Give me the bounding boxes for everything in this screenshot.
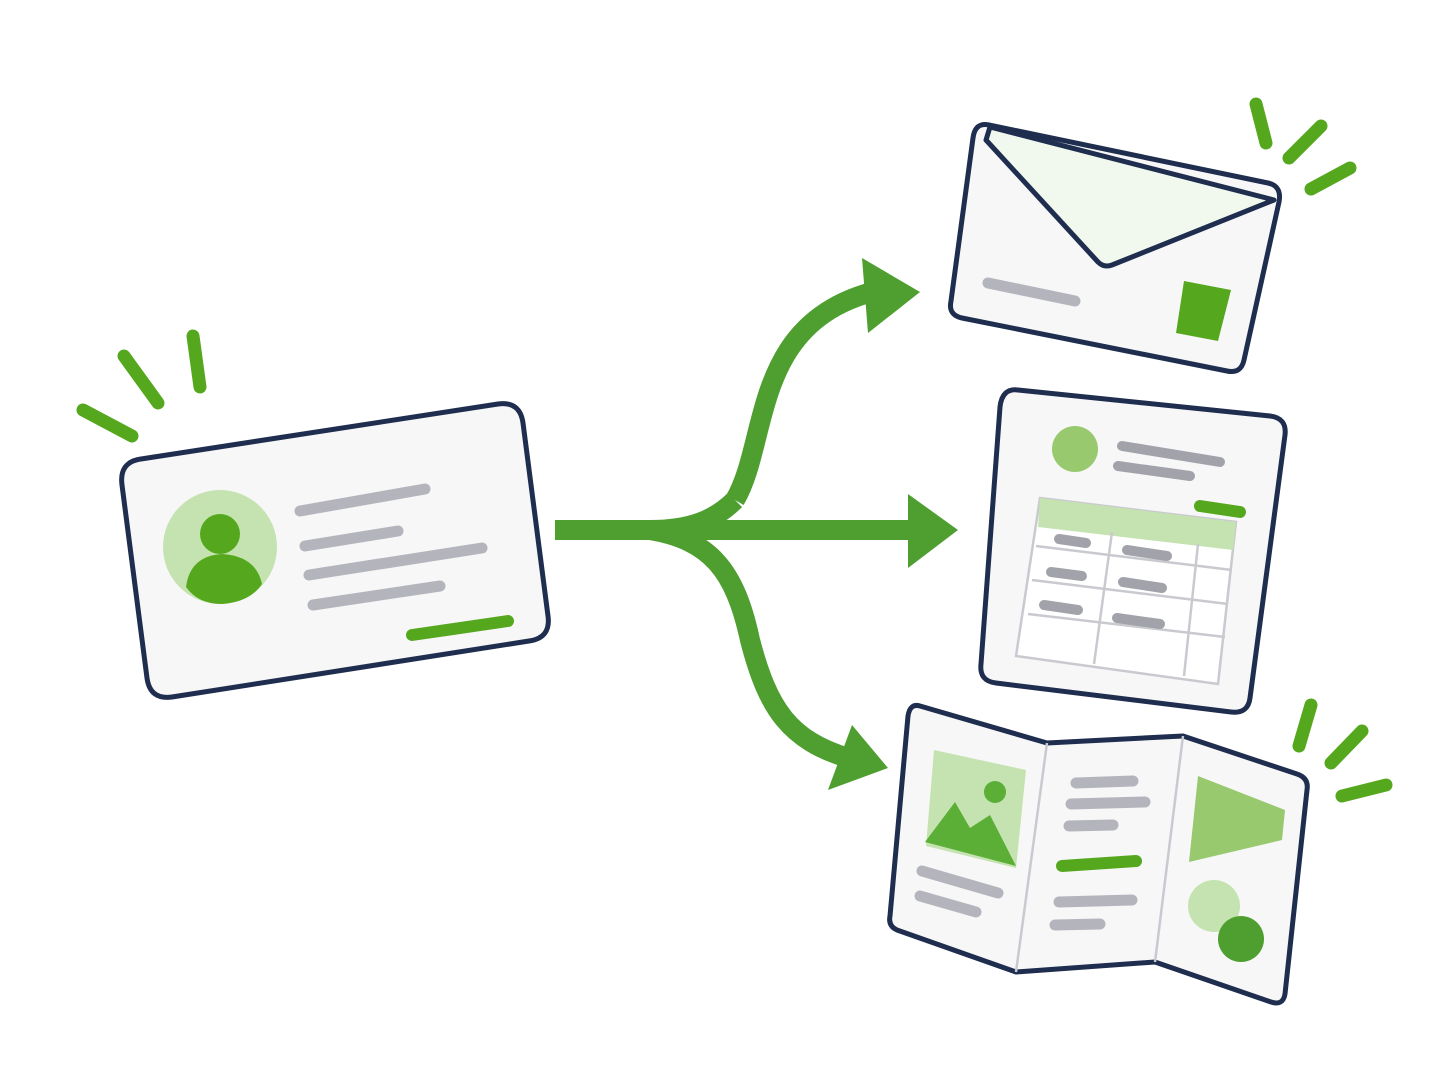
envelope-flap — [983, 124, 1277, 269]
flow-branch-top — [726, 280, 883, 506]
table-header — [1038, 498, 1236, 550]
brochure-burst — [1292, 698, 1393, 803]
flow-branch-bottom — [648, 520, 852, 768]
user-profile-icon — [163, 490, 277, 604]
flow-arrows — [555, 258, 958, 790]
envelope-address-line — [982, 277, 1081, 307]
contact-card-burst — [76, 329, 207, 443]
report-accent-line — [1194, 500, 1246, 518]
contact-card-body — [119, 401, 551, 700]
arrowhead-top — [862, 258, 920, 333]
arrowhead-middle — [908, 494, 958, 568]
contact-detail-line-1 — [299, 525, 404, 552]
brochure-circle-dark — [1218, 916, 1264, 962]
envelope-burst — [1249, 97, 1357, 196]
spreadsheet-icon — [978, 387, 1288, 715]
contact-name-line — [294, 483, 431, 517]
contact-accent-line — [406, 615, 514, 641]
envelope-stamp — [1176, 281, 1231, 341]
brochure-accent-line — [1056, 855, 1142, 872]
brochure-icon — [887, 698, 1393, 1006]
envelope-icon — [948, 97, 1357, 374]
data-table — [1014, 496, 1238, 686]
contact-card — [76, 329, 551, 700]
contact-detail-line-3 — [307, 580, 446, 611]
arrowhead-bottom — [828, 725, 888, 790]
brochure-circle-light — [1188, 880, 1240, 932]
report-avatar — [1052, 426, 1098, 472]
brochure-banner — [1189, 776, 1285, 862]
contact-detail-line-2 — [303, 542, 488, 581]
image-placeholder-icon — [925, 750, 1026, 868]
